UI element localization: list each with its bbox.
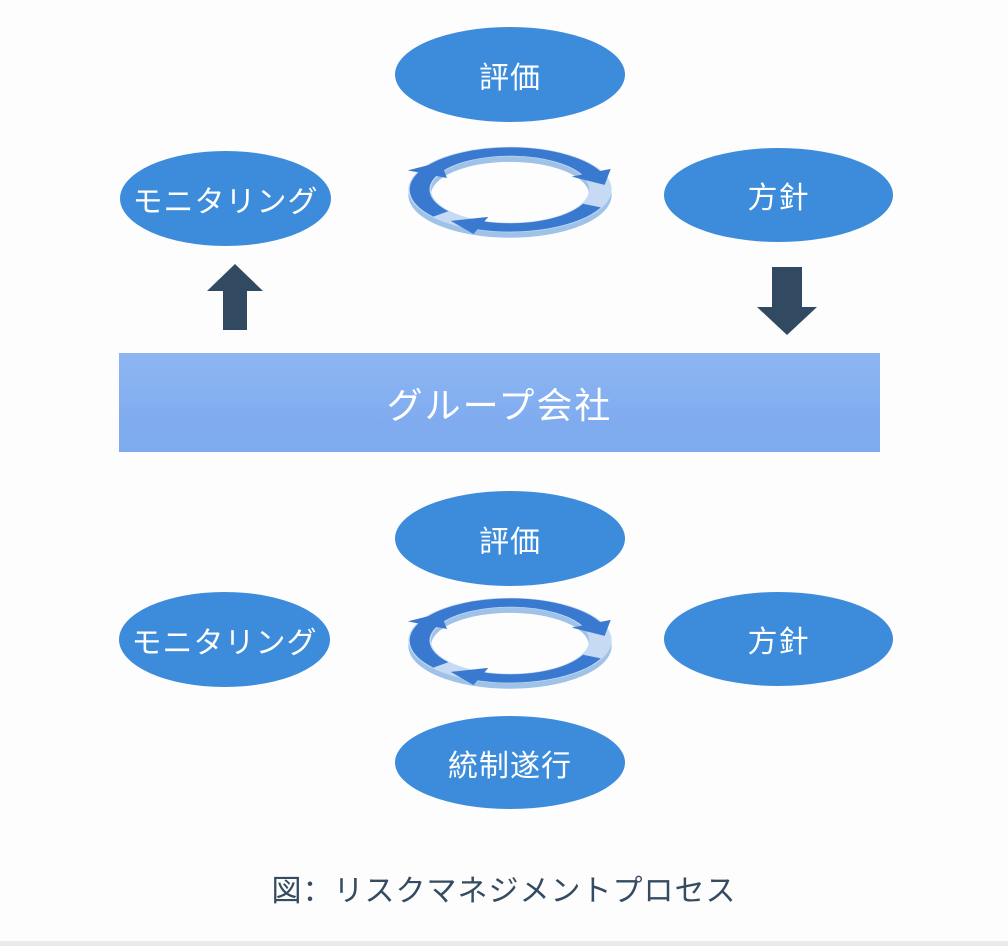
node-evaluation-lower: 評価 <box>395 491 625 586</box>
node-policy-lower: 方針 <box>664 592 893 686</box>
cycle-arrows-icon <box>397 584 623 697</box>
group-company-bar: グループ会社 <box>119 353 880 452</box>
node-monitoring-lower: モニタリング <box>119 592 330 687</box>
node-control-execution-lower: 統制遂行 <box>395 716 625 809</box>
figure-caption: 図：リスクマネジメントプロセス <box>271 875 737 908</box>
node-monitoring-upper: モニタリング <box>120 151 331 246</box>
cycle-arrows-icon <box>397 133 623 246</box>
node-evaluation-upper: 評価 <box>395 27 625 122</box>
block-arrow-up-icon <box>207 264 263 330</box>
block-arrow-down-icon <box>757 267 817 335</box>
bottom-edge-strip <box>0 941 1008 946</box>
node-policy-upper: 方針 <box>664 148 893 242</box>
